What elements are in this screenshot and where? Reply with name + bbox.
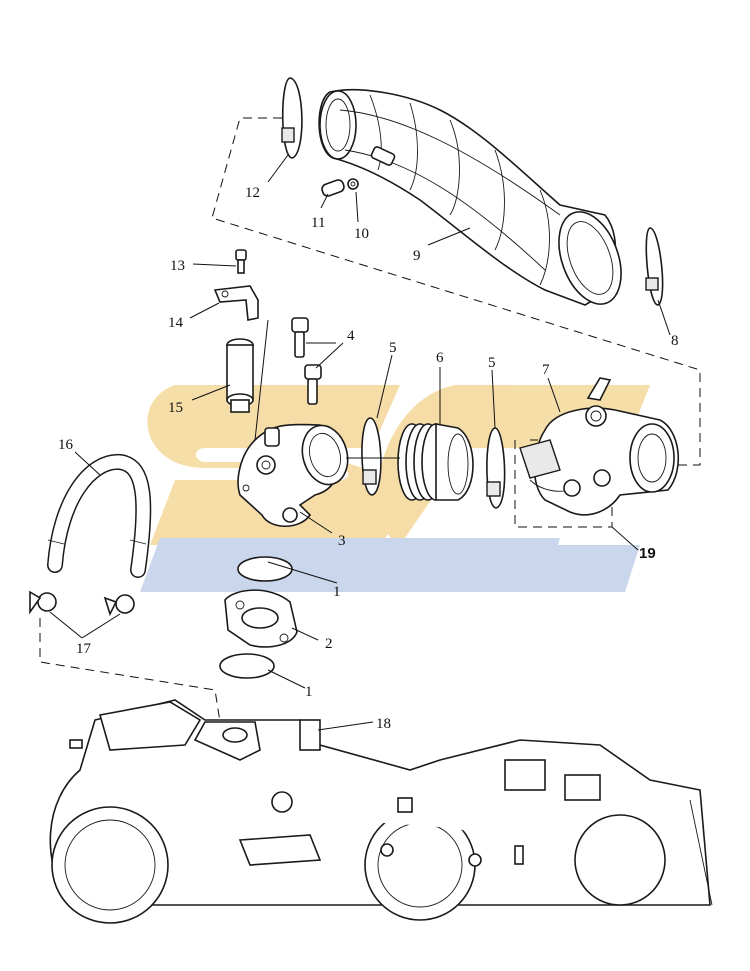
callout-labels: 1 1 2 3 4 5 5 6 7 8 9 10 11 12 13 14 15 … <box>58 185 679 732</box>
callout-10: 10 <box>354 226 369 242</box>
intake-hose-part-9 <box>318 88 622 306</box>
callout-8: 8 <box>671 333 679 349</box>
hose-part-16 <box>47 454 152 578</box>
clamp-part-12 <box>281 77 303 159</box>
callout-17: 17 <box>76 641 92 657</box>
washer-part-10 <box>347 178 359 190</box>
clamp-part-8 <box>645 227 664 306</box>
clamp-part-5-left <box>361 417 382 496</box>
hose-clip-part-17-right <box>103 594 135 617</box>
throttle-body-part-7 <box>519 377 680 516</box>
callout-12: 12 <box>245 185 260 201</box>
o-ring-part-1-upper <box>237 556 293 582</box>
callout-9: 9 <box>413 248 421 264</box>
callout-1-lower: 1 <box>305 684 313 700</box>
spacer-part-2 <box>224 589 298 648</box>
callout-15: 15 <box>168 400 183 416</box>
callout-7: 7 <box>542 362 550 378</box>
leader-lines <box>49 154 671 731</box>
callout-5-left: 5 <box>389 340 397 356</box>
callout-3: 3 <box>338 533 346 549</box>
callout-2: 2 <box>325 636 333 652</box>
callout-16: 16 <box>58 437 74 453</box>
callout-11: 11 <box>311 215 325 231</box>
clamp-part-5-right <box>486 427 506 509</box>
coupling-part-6 <box>397 423 474 501</box>
callout-5-right: 5 <box>488 355 496 371</box>
callout-13: 13 <box>170 258 185 274</box>
callout-18: 18 <box>376 716 391 732</box>
screw-part-13 <box>235 249 247 274</box>
callout-19: 19 <box>639 545 656 562</box>
callout-4: 4 <box>347 328 355 344</box>
sensor-part-15 <box>226 338 254 413</box>
bolts-part-4 <box>291 317 322 405</box>
watermark-blue-band-right <box>395 545 640 592</box>
callout-14: 14 <box>168 315 184 331</box>
o-ring-part-1-lower <box>219 653 275 679</box>
callout-1-upper: 1 <box>333 584 341 600</box>
intake-manifold-part-3 <box>237 423 349 527</box>
bracket-part-14 <box>213 285 259 321</box>
hose-clip-part-17-left <box>29 590 57 615</box>
callout-6: 6 <box>436 350 444 366</box>
fitting-part-11 <box>321 179 345 197</box>
engine-part-18 <box>49 699 713 924</box>
